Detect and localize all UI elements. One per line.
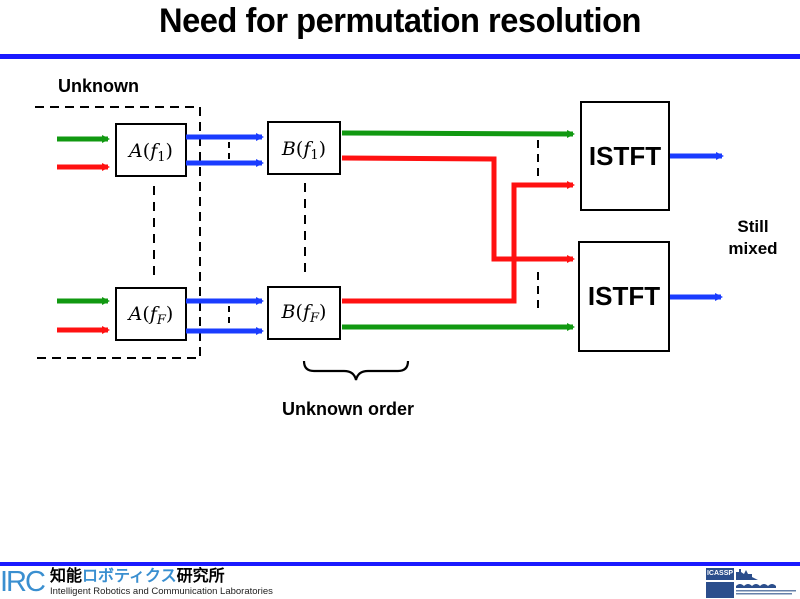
mixing-block-f1-label: A(f1) (127, 140, 173, 165)
unknown-group-label: Unknown (58, 76, 139, 96)
b-f1-red-output (341, 155, 575, 263)
istft-block-2 (578, 241, 670, 352)
separation-block-f1-label: B(f1) (281, 138, 326, 163)
istft-block-2-label: ISTFT (588, 281, 660, 311)
org-name-english: Intelligent Robotics and Communication L… (50, 586, 273, 597)
icassp-badge: ICASSP (706, 568, 734, 580)
slide-title: Need for permutation resolution (158, 2, 642, 40)
org-jp-part1: 知能 (50, 568, 83, 585)
mixing-block-f1 (115, 123, 187, 177)
title-divider (0, 54, 800, 59)
icassp-date-badge (706, 582, 734, 598)
istft-block-1 (580, 101, 670, 211)
org-name-japanese: 知能ロボティクス研究所 (50, 568, 225, 586)
separation-block-fF-label: B(fF) (281, 301, 327, 326)
still-mixed-line2: mixed (728, 239, 778, 258)
unknown-order-label: Unknown order (282, 399, 415, 419)
conference-logo: ICASSP (706, 568, 800, 599)
b-fF-red-output (342, 181, 575, 304)
separation-block-f1 (267, 121, 341, 175)
skyline-icon (736, 569, 796, 595)
mixing-block-fF-label: A(fF) (127, 303, 174, 328)
still-mixed-line1: Still (737, 217, 769, 236)
b-f1-green-output (341, 129, 575, 138)
separation-block-fF (267, 286, 341, 340)
unknown-group-boundary (35, 106, 201, 359)
still-mixed-label: Still mixed (718, 216, 788, 260)
mixing-block-fF (115, 287, 187, 341)
irc-logo: IRC (0, 566, 46, 598)
unknown-order-brace (302, 360, 410, 381)
footer-divider (0, 562, 800, 566)
istft-block-1-label: ISTFT (589, 141, 661, 171)
org-jp-part3: 研究所 (176, 568, 225, 585)
org-jp-part2: ロボティクス (82, 568, 177, 585)
